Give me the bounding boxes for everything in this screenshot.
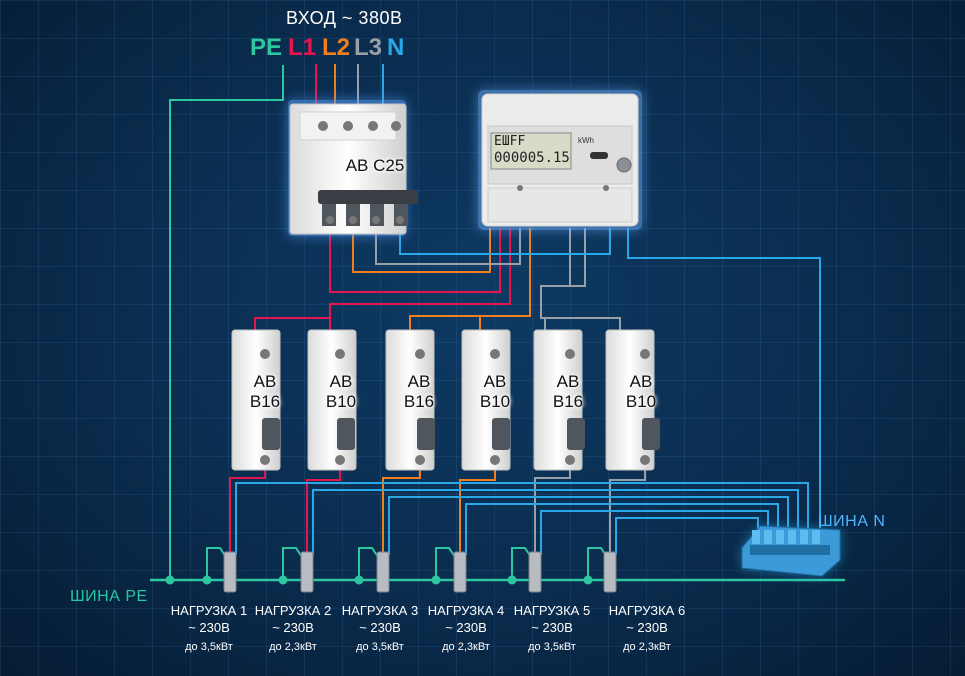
load-power: до 3,5кВт xyxy=(185,641,233,653)
breaker-6 xyxy=(605,329,660,471)
meter-display-value: 000005.15 xyxy=(494,150,570,166)
phase-label-l3: L3 xyxy=(354,34,383,61)
load-name: НАГРУЗКА 6 xyxy=(608,603,686,618)
load-name: НАГРУЗКА 2 xyxy=(254,603,332,618)
load-voltage: ~ 230В xyxy=(188,620,230,635)
phase-label-l1: L1 xyxy=(288,34,317,61)
breaker-1 xyxy=(231,329,281,471)
load-name: НАГРУЗКА 1 xyxy=(170,603,248,618)
load-voltage: ~ 230В xyxy=(626,620,668,635)
load-power: до 2,3кВт xyxy=(269,641,317,653)
phase-label-l2: L2 xyxy=(322,34,351,61)
load-name: НАГРУЗКА 3 xyxy=(341,603,419,618)
breaker-2 xyxy=(307,329,357,471)
main-breaker-label: АВ С25 xyxy=(345,156,405,175)
load-4: НАГРУЗКА 4 ~ 230В до 2,3кВт xyxy=(421,603,511,653)
meter-unit: kWh xyxy=(578,136,594,145)
input-title: ВХОД ~ 380В xyxy=(286,8,403,28)
load-neutral-wires xyxy=(235,482,809,555)
bus-n-label: ШИНА N xyxy=(818,513,886,530)
load-name: НАГРУЗКА 4 xyxy=(427,603,505,618)
load-phase-wires xyxy=(229,468,646,555)
breaker-3 xyxy=(385,329,435,471)
load-name: НАГРУЗКА 5 xyxy=(513,603,591,618)
load-voltage: ~ 230В xyxy=(445,620,487,635)
main-breaker xyxy=(288,100,418,236)
phase-label-n: N xyxy=(387,34,405,61)
load-1: НАГРУЗКА 1 ~ 230В до 3,5кВт xyxy=(164,603,254,653)
bus-pe-label: ШИНА PE xyxy=(70,588,148,605)
distribution-wires xyxy=(254,228,821,528)
load-voltage: ~ 230В xyxy=(531,620,573,635)
load-2: НАГРУЗКА 2 ~ 230В до 2,3кВт xyxy=(248,603,338,653)
load-power: до 3,5кВт xyxy=(528,641,576,653)
breaker-5 xyxy=(533,329,585,471)
load-voltage: ~ 230В xyxy=(272,620,314,635)
electricity-meter xyxy=(478,90,642,230)
load-power: до 3,5кВт xyxy=(356,641,404,653)
load-terminals xyxy=(223,551,617,593)
load-power: до 2,3кВт xyxy=(623,641,671,653)
meter-display-top: ЕШFF xyxy=(494,134,526,149)
load-voltage: ~ 230В xyxy=(359,620,401,635)
phase-label-pe: PE xyxy=(250,34,283,61)
load-power: до 2,3кВт xyxy=(442,641,490,653)
breaker-4 xyxy=(461,329,511,471)
load-3: НАГРУЗКА 3 ~ 230В до 3,5кВт xyxy=(335,603,425,653)
pe-wiring xyxy=(150,65,845,582)
load-6: НАГРУЗКА 6 ~ 230В до 2,3кВт xyxy=(602,603,692,653)
branch-breakers xyxy=(231,329,660,471)
pe-nodes xyxy=(165,575,593,585)
neutral-bus-bar xyxy=(741,525,841,577)
load-5: НАГРУЗКА 5 ~ 230В до 3,5кВт xyxy=(507,603,597,653)
